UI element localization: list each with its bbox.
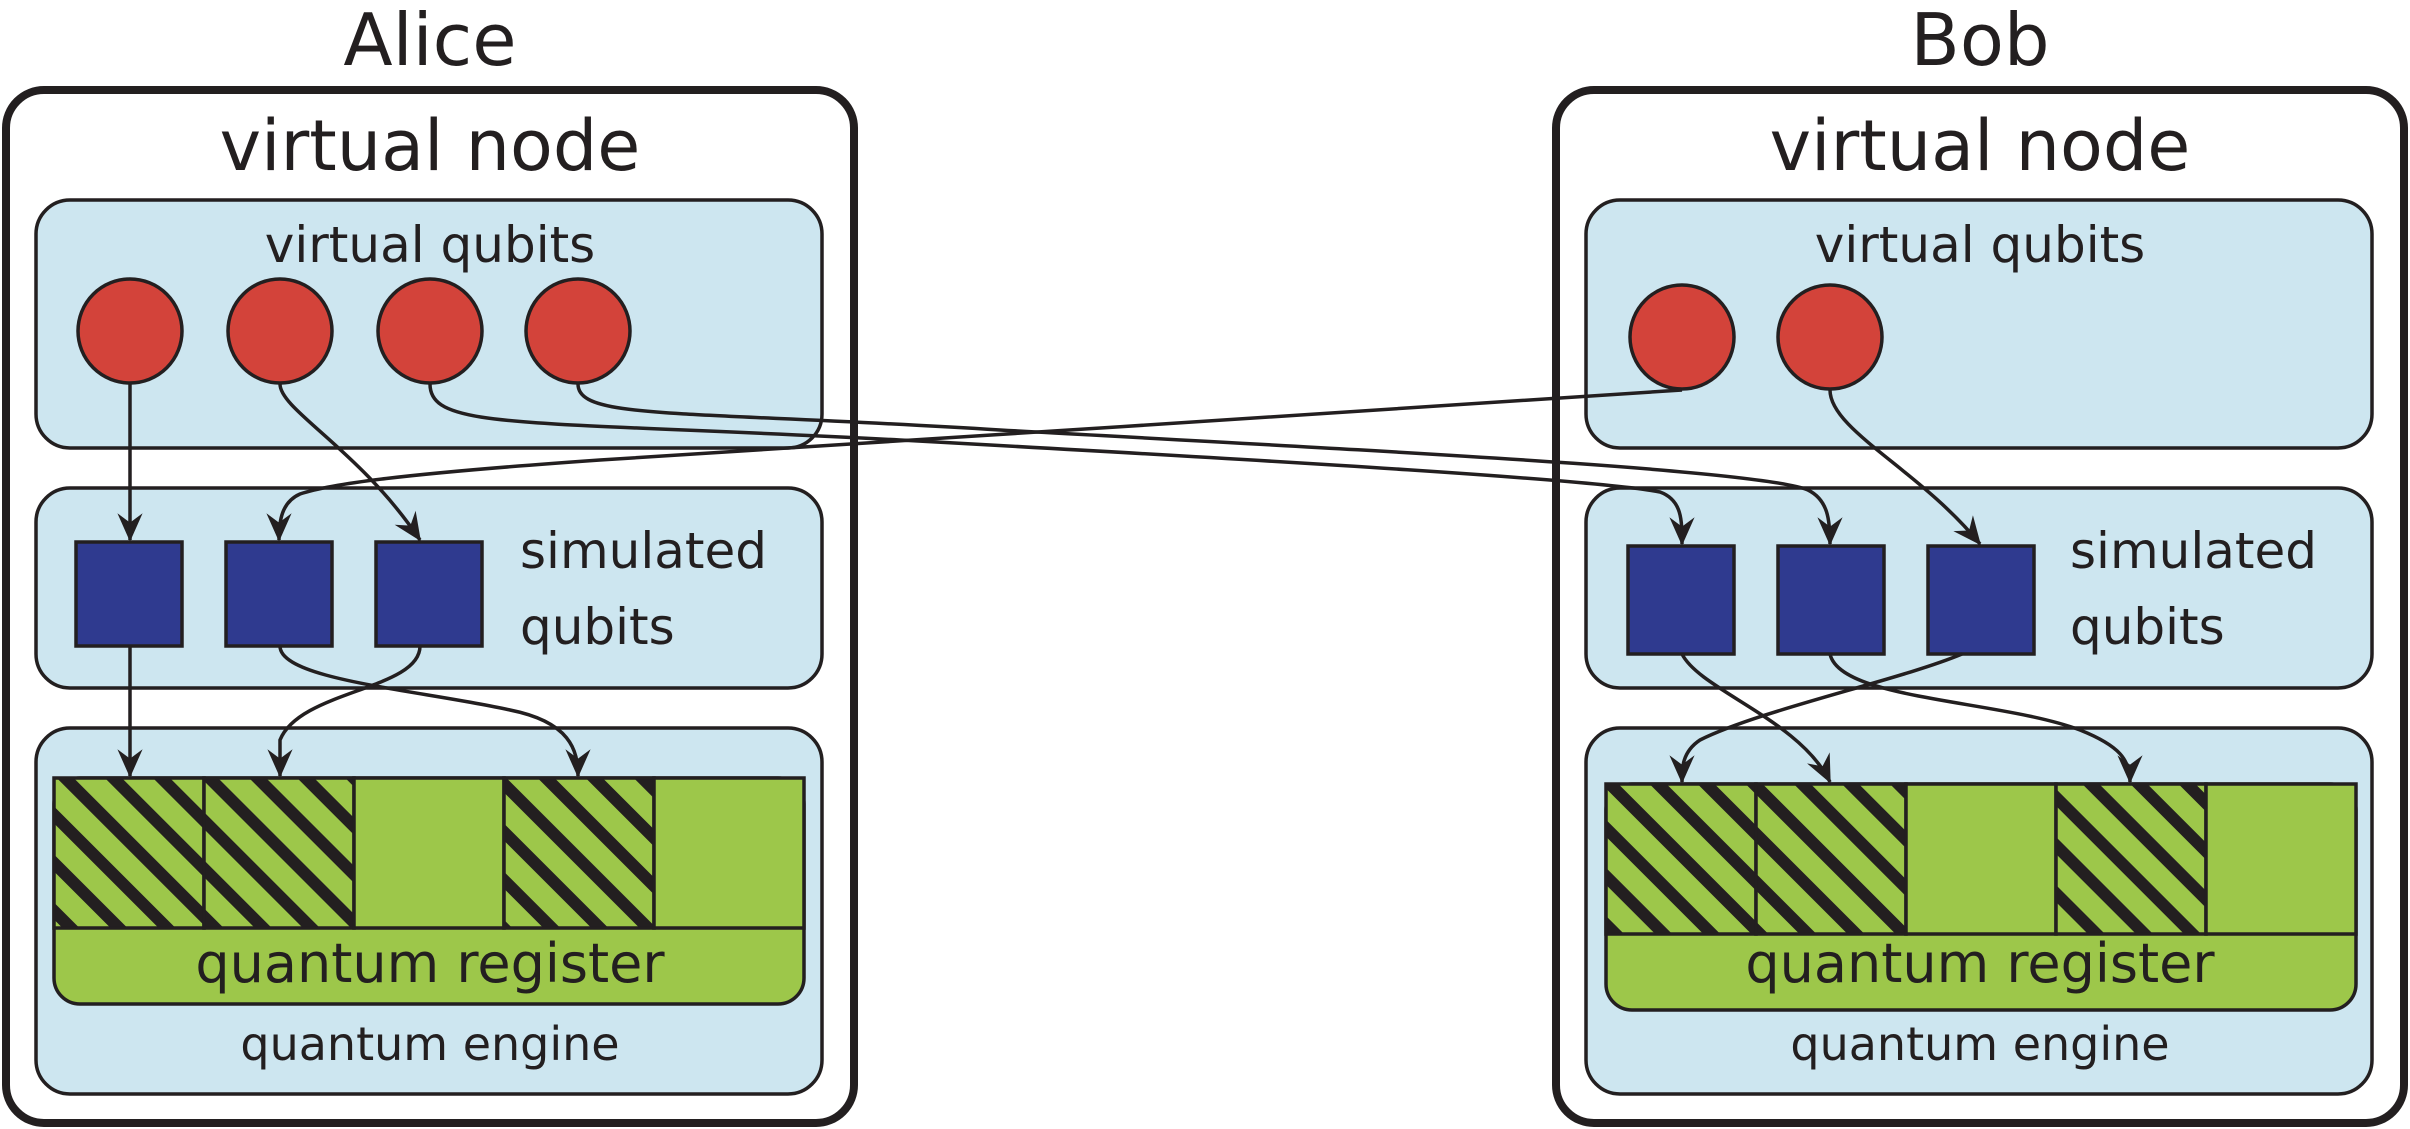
mapping-arrow bbox=[278, 645, 591, 778]
simulated-qubit bbox=[1626, 544, 1736, 656]
virtual-qubit bbox=[76, 277, 184, 385]
virtual-qubit bbox=[376, 277, 484, 385]
quantum-engine-label: quantum engine bbox=[240, 1017, 619, 1071]
virtual-qubits-label: virtual qubits bbox=[1815, 216, 2145, 274]
register-slot-occupied bbox=[1604, 782, 1758, 936]
mapping-arrow bbox=[428, 383, 1695, 546]
virtual-qubit bbox=[1628, 283, 1736, 391]
quantum-register-label: quantum register bbox=[1745, 932, 2215, 995]
register-slot-occupied bbox=[2054, 782, 2208, 936]
simulated-qubits-label-line2: qubits bbox=[520, 598, 675, 656]
simulated-qubits-label-line1: simulated bbox=[2070, 522, 2317, 580]
virtual-qubits-label: virtual qubits bbox=[265, 216, 595, 274]
virtual-node-title: virtual node bbox=[220, 105, 641, 187]
simulated-qubits-label-line1: simulated bbox=[520, 522, 767, 580]
mapping-arrow bbox=[266, 388, 1683, 542]
mapping-arrow bbox=[1669, 652, 1963, 784]
node-owner-title: Bob bbox=[1910, 0, 2049, 82]
mapping-arrow bbox=[1680, 653, 1832, 784]
virtual-node-title: virtual node bbox=[1770, 105, 2191, 187]
register-slot-free bbox=[1904, 782, 2058, 936]
quantum-engine-label: quantum engine bbox=[1790, 1017, 2169, 1071]
mapping-arrow bbox=[1828, 653, 2143, 784]
mapping-arrow bbox=[1828, 389, 1982, 546]
virtual-qubits-panel bbox=[1584, 198, 2374, 450]
quantum-register-label: quantum register bbox=[195, 932, 665, 995]
mapping-arrow bbox=[576, 383, 1843, 546]
register-slot-free bbox=[652, 776, 806, 930]
mapping-arrow bbox=[278, 383, 422, 542]
virtual-qubit bbox=[1776, 283, 1884, 391]
simulated-qubit bbox=[1776, 544, 1886, 656]
virtual-qubit bbox=[524, 277, 632, 385]
register-slot-occupied bbox=[202, 776, 356, 930]
virtual-qubit bbox=[226, 277, 334, 385]
simulated-qubit bbox=[224, 540, 334, 648]
mapping-arrows bbox=[117, 383, 2143, 784]
node-owner-title: Alice bbox=[343, 0, 516, 82]
simulated-qubits-label-line2: qubits bbox=[2070, 598, 2225, 656]
simulated-qubit bbox=[1926, 544, 2036, 656]
register-slot-occupied bbox=[52, 776, 206, 930]
register-slot-free bbox=[352, 776, 506, 930]
register-slot-free bbox=[2204, 782, 2358, 936]
simulated-qubit bbox=[74, 540, 184, 648]
register-slot-occupied bbox=[502, 776, 656, 930]
simulated-qubit bbox=[374, 540, 484, 648]
register-slot-occupied bbox=[1754, 782, 1908, 936]
mapping-arrow bbox=[267, 645, 422, 778]
